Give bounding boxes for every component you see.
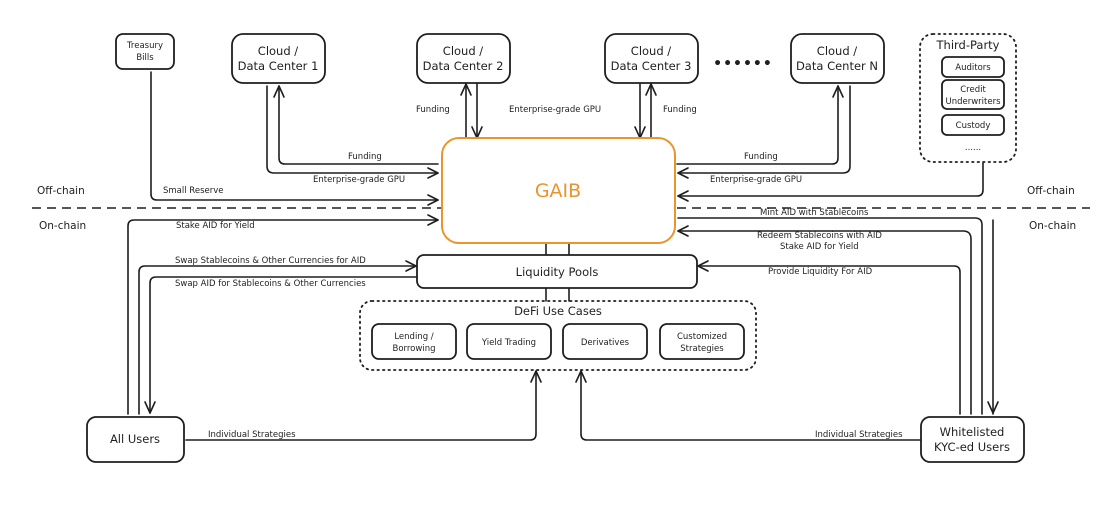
third-party-item-label: Custody [956,121,991,131]
arrowhead-icon [645,83,657,96]
arrowhead-icon [144,401,156,414]
edge-label-mint: Mint AID with Stablecoins [760,208,869,218]
node-data-center-1: Cloud / Data Center 1 [231,33,326,84]
node-dc2-label-2: Data Center 2 [423,59,504,73]
third-party-item-label: Credit [960,85,986,95]
edge-label-small-reserve: Small Reserve [163,186,223,196]
zone-label-off-chain-left: Off-chain [37,185,85,197]
edge-stake-left [127,219,439,415]
arrowhead-icon [273,85,285,98]
third-party-item-label: Auditors [955,63,991,73]
arrowhead-icon [427,194,439,206]
gaib-label: GAIB [535,180,581,202]
edge-label-dc3-funding: Funding [663,105,697,115]
node-data-center-2: Cloud / Data Center 2 [416,33,511,84]
third-party-title: Third-Party [936,38,1000,52]
third-party-custody [941,114,1005,136]
zone-label-on-chain-left: On-chain [39,220,86,232]
edge-label-dc1-gpu: Enterprise-grade GPU [313,175,405,185]
third-party-auditors [941,56,1005,78]
arrowhead-icon [575,370,587,383]
node-whitelisted-kyc-users: Whitelisted KYC-ed Users [920,416,1025,463]
third-party-credit-underwriters [941,79,1005,110]
arrowhead-icon [832,85,844,98]
third-party-item-label: Underwriters [945,97,1001,107]
arrowhead-icon [460,83,472,96]
edge-label-provide-liquidity: Provide Liquidity For AID [768,267,873,277]
all-users-label: All Users [110,432,160,446]
node-dcn-label-1: Cloud / [817,44,858,58]
node-treasury-bills: Treasury Bills [115,33,175,70]
node-treasury-label-1: Treasury [126,41,163,51]
node-dc3-label-2: Data Center 3 [611,59,692,73]
node-dc3-label-1: Cloud / [631,44,672,58]
defi-item-label: Customized [677,332,727,342]
edge-swap-in [138,265,417,415]
arrowhead-icon [405,260,417,272]
node-gaib: GAIB [441,137,676,244]
node-all-users: All Users [86,416,185,463]
arrowhead-icon [697,260,709,272]
defi-customized-strategies [659,323,745,360]
edge-label-dc2-gpu: Enterprise-grade GPU [509,105,601,115]
edge-label-individual-right: Individual Strategies [815,430,903,440]
edge-label-individual-left: Individual Strategies [208,430,296,440]
edge-label-swap-out: Swap AID for Stablecoins & Other Currenc… [175,279,366,289]
node-third-party-group: Third-Party Auditors Credit Underwriters… [919,33,1017,163]
edge-dcn-gpu [677,85,851,174]
edge-label-dcn-gpu: Enterprise-grade GPU [710,175,802,185]
node-dcn-label-2: Data Center N [796,59,878,73]
node-dc1-label-1: Cloud / [258,44,299,58]
edge-redeem [677,230,972,415]
arrowhead-icon [427,214,439,226]
edge-small-reserve [150,71,439,201]
edge-label-stake-left: Stake AID for Yield [176,221,255,231]
node-data-center-n: Cloud / Data Center N [790,33,885,84]
edge-label-stake-right: Stake AID for Yield [780,242,859,252]
edge-dc1-funding [278,85,439,165]
edge-label-swap-in: Swap Stablecoins & Other Currencies for … [175,256,366,266]
node-liquidity-pools: Liquidity Pools [416,254,698,289]
edge-individual-left [185,370,537,441]
kyc-users-label-2: KYC-ed Users [934,440,1010,454]
defi-derivatives [562,323,648,360]
edge-mint [677,217,983,415]
edge-swap-out [149,276,417,414]
node-defi-use-cases-group: DeFi Use Cases Lending / Borrowing Yield… [359,300,757,371]
edge-individual-right [580,370,921,441]
node-dc2-label-1: Cloud / [443,44,484,58]
edge-label-dcn-funding: Funding [744,152,778,162]
liquidity-pools-label: Liquidity Pools [516,265,599,279]
arrowhead-icon [677,225,689,237]
defi-lending-borrowing [371,323,457,360]
node-data-center-3: Cloud / Data Center 3 [604,33,699,84]
arrowhead-icon [677,190,689,202]
edge-dc1-gpu [266,85,439,174]
defi-item-label: Lending / [394,332,433,342]
defi-item-label: Strategies [680,344,724,354]
data-center-ellipsis: •••••• [713,56,773,72]
defi-item-label: Borrowing [393,344,436,354]
defi-title: DeFi Use Cases [514,304,602,318]
defi-yield-trading [466,323,552,360]
arrowhead-icon [530,370,542,383]
arrowhead-icon [427,167,439,179]
zone-label-on-chain-right: On-chain [1029,220,1076,232]
zone-label-off-chain-right: Off-chain [1027,185,1075,197]
third-party-ellipsis: ...... [965,143,981,153]
node-treasury-label-2: Bills [136,53,154,63]
defi-item-label: Derivatives [581,338,630,348]
arrowhead-icon [677,167,689,179]
edge-label-dc1-funding: Funding [348,152,382,162]
edge-provide-liquidity [697,265,961,415]
node-dc1-label-2: Data Center 1 [238,59,319,73]
defi-item-label: Yield Trading [481,338,536,348]
edge-third-party [677,162,984,197]
kyc-users-label-1: Whitelisted [940,425,1005,439]
edge-label-dc2-funding: Funding [416,105,450,115]
edge-dcn-funding [676,85,839,165]
edge-label-redeem: Redeem Stablecoins with AID [757,231,882,241]
